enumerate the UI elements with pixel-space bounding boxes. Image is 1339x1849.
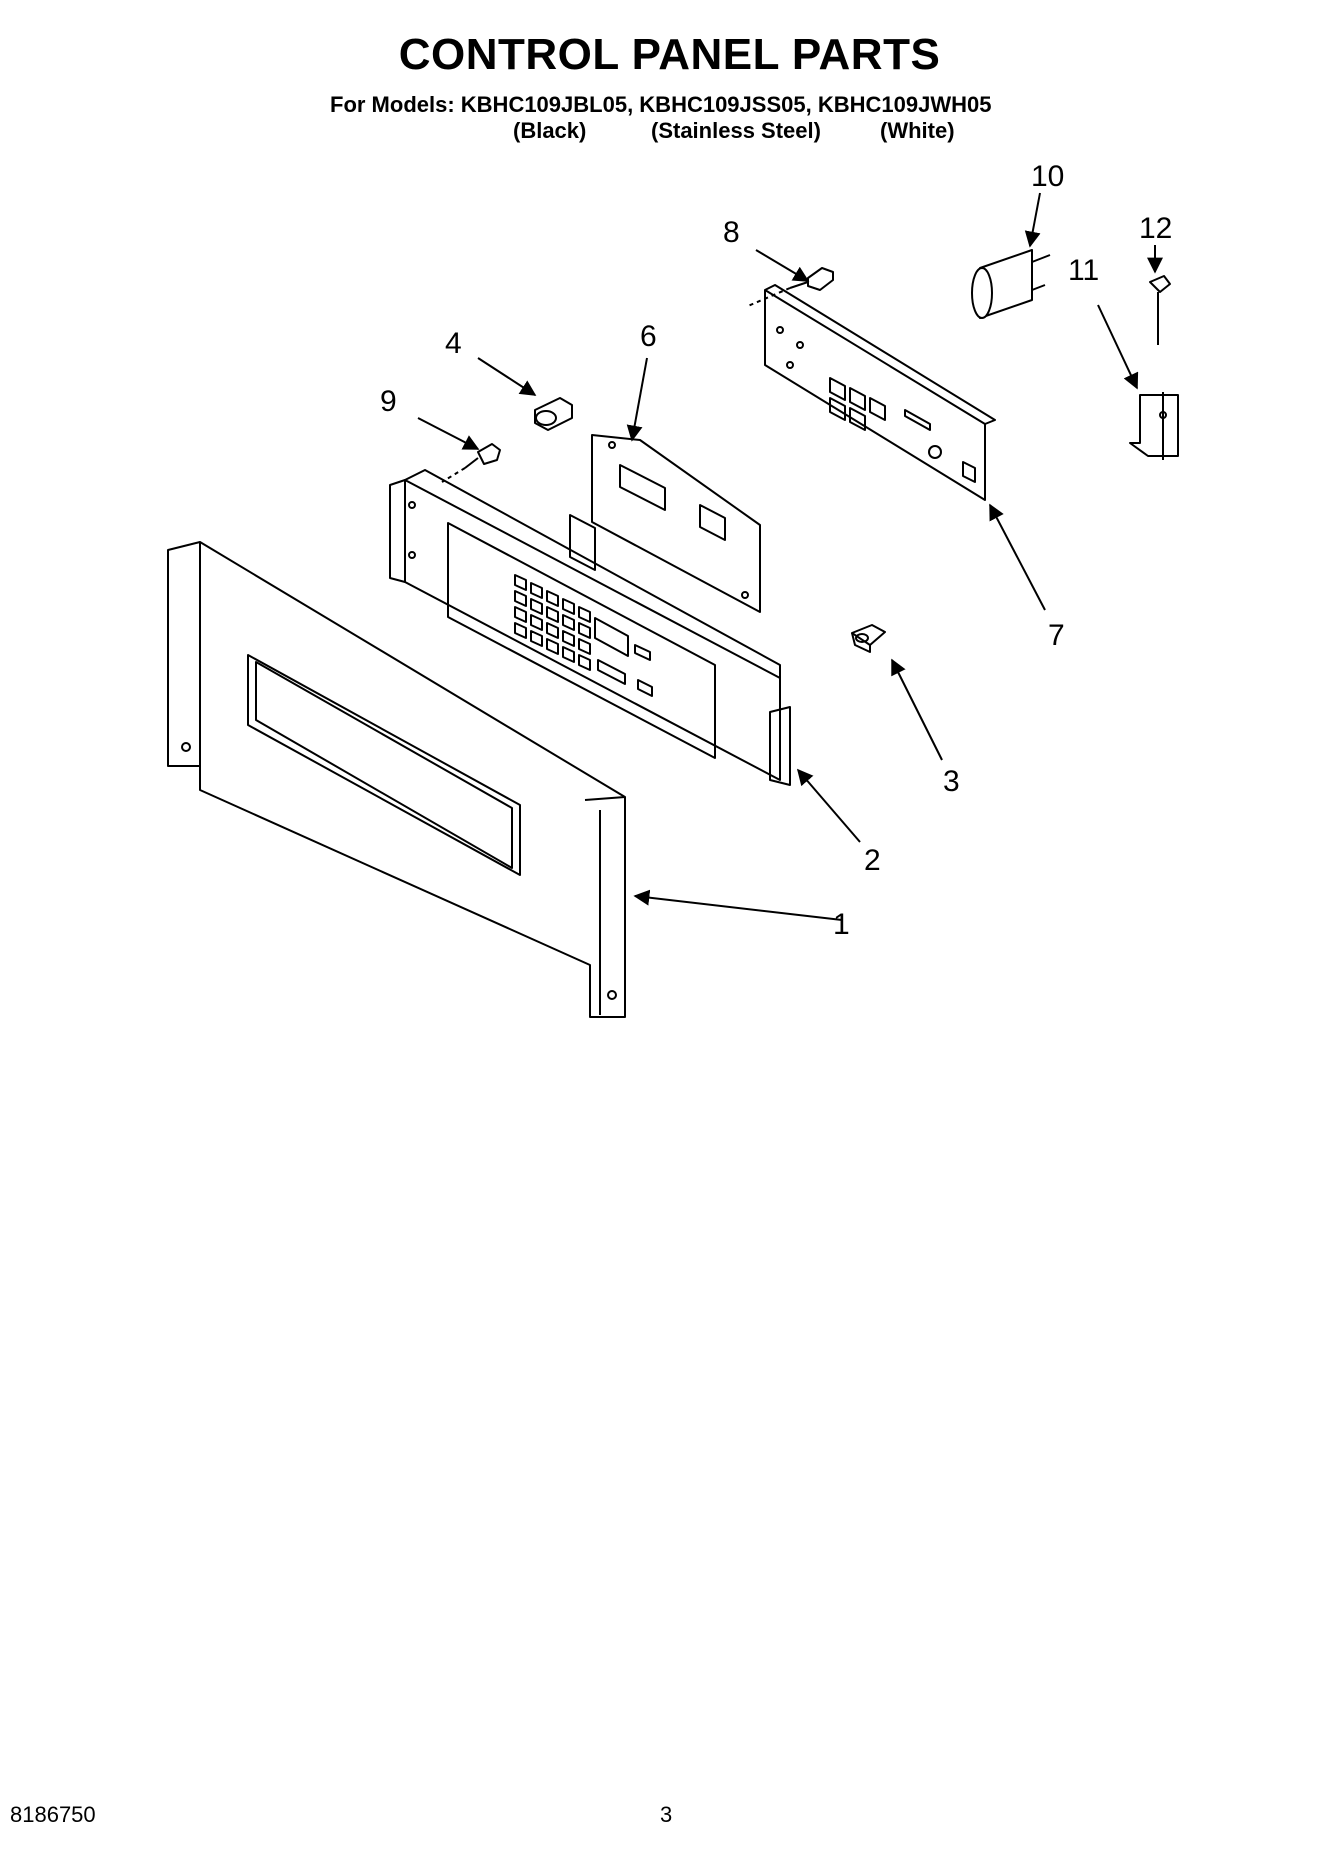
keypad-button bbox=[514, 622, 527, 639]
part-7-control-board bbox=[764, 284, 996, 501]
callout-3: 3 bbox=[943, 765, 960, 798]
models-line: For Models: KBHC109JBL05, KBHC109JSS05, … bbox=[330, 92, 992, 117]
callout-4: 4 bbox=[445, 327, 462, 360]
callout-11: 11 bbox=[1068, 254, 1099, 287]
keypad-button bbox=[530, 598, 543, 615]
callout-12: 12 bbox=[1139, 212, 1172, 245]
part-4-spacer bbox=[534, 397, 573, 431]
keypad-button bbox=[530, 630, 543, 647]
callout-9: 9 bbox=[380, 385, 397, 418]
part-code: 8186750 bbox=[10, 1802, 96, 1827]
leader-7 bbox=[989, 503, 1046, 611]
part-2-panel-frame bbox=[389, 469, 791, 786]
keypad-button bbox=[546, 606, 559, 623]
leader-6 bbox=[626, 357, 648, 442]
part-1-control-panel-trim bbox=[167, 541, 626, 1018]
keypad-button bbox=[578, 606, 591, 623]
callout-1: 1 bbox=[833, 908, 850, 941]
part-8-screw bbox=[747, 267, 834, 307]
part-10-relay bbox=[971, 249, 1051, 319]
keypad-button bbox=[578, 654, 591, 671]
callout-10: 10 bbox=[1031, 160, 1064, 193]
keypad-button bbox=[578, 622, 591, 639]
leader-10 bbox=[1024, 192, 1041, 248]
keypad-button bbox=[546, 638, 559, 655]
keypad-button bbox=[562, 614, 575, 631]
color-label-stainless: (Stainless Steel) bbox=[651, 118, 821, 143]
keypad-button bbox=[514, 574, 527, 591]
keypad-button bbox=[514, 606, 527, 623]
leader-3 bbox=[891, 658, 943, 761]
part-9-screw bbox=[441, 443, 501, 483]
callout-2: 2 bbox=[864, 844, 881, 877]
leader-1 bbox=[633, 889, 843, 921]
page-number: 3 bbox=[660, 1802, 673, 1827]
callout-8: 8 bbox=[723, 216, 740, 249]
keypad-button bbox=[562, 646, 575, 663]
page-title: CONTROL PANEL PARTS bbox=[398, 30, 941, 79]
keypad-button bbox=[562, 598, 575, 615]
color-label-black: (Black) bbox=[513, 118, 587, 143]
keypad-button bbox=[578, 638, 591, 655]
part-12-screw bbox=[1149, 275, 1171, 345]
color-label-white: (White) bbox=[880, 118, 955, 143]
leader-2 bbox=[796, 768, 861, 843]
part-3-spacer bbox=[851, 624, 886, 653]
leader-4 bbox=[477, 357, 537, 396]
keypad-button bbox=[530, 582, 543, 599]
keypad-button bbox=[546, 622, 559, 639]
part-6-insulator bbox=[591, 434, 761, 613]
keypad-button bbox=[562, 630, 575, 647]
leader-11 bbox=[1097, 304, 1139, 390]
keypad-button bbox=[546, 590, 559, 607]
part-11-bracket bbox=[1129, 392, 1179, 460]
callout-6: 6 bbox=[640, 320, 657, 353]
keypad-button bbox=[530, 614, 543, 631]
callout-7: 7 bbox=[1048, 619, 1065, 652]
leader-9 bbox=[417, 417, 480, 450]
leader-8 bbox=[755, 249, 810, 282]
keypad-button bbox=[514, 590, 527, 607]
